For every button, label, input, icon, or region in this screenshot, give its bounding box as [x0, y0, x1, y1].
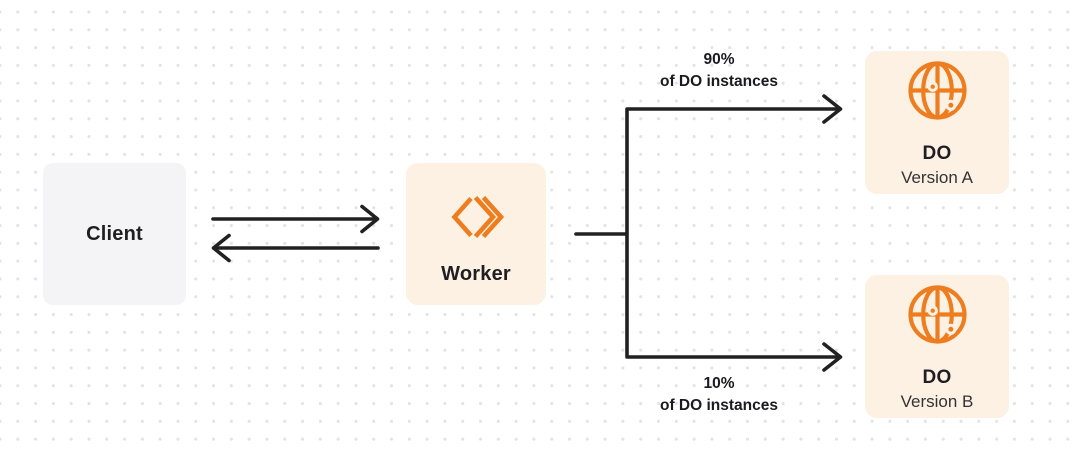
- branch-b-percent: 10%: [703, 375, 735, 392]
- branch-b-arrowhead: [822, 342, 843, 372]
- do-b-subtitle: Version B: [900, 391, 974, 411]
- do-version-b-node: DO Version B: [865, 275, 1009, 418]
- worker-node: Worker: [406, 163, 546, 305]
- branch-b-caption: of DO instances: [660, 396, 778, 414]
- client-to-worker-arrow: [211, 204, 380, 234]
- branch-b-traffic-label: 10% of DO instances: [609, 373, 829, 416]
- branch-a-percent: 90%: [703, 51, 735, 68]
- worker-to-client-arrow: [211, 233, 380, 263]
- durable-object-globe-icon: [907, 284, 968, 350]
- worker-label: Worker: [441, 262, 511, 285]
- branch-a-arrowhead: [822, 94, 843, 124]
- client-label: Client: [86, 222, 143, 245]
- do-b-title: DO: [922, 366, 952, 388]
- branch-a-traffic-label: 90% of DO instances: [609, 49, 829, 92]
- do-a-title: DO: [922, 142, 952, 164]
- split-branch-lines: [625, 107, 840, 359]
- durable-object-globe-icon: [907, 60, 968, 126]
- branch-a-caption: of DO instances: [660, 72, 778, 90]
- do-version-a-node: DO Version A: [865, 51, 1009, 194]
- workers-chevrons-icon: [443, 185, 509, 254]
- do-a-subtitle: Version A: [901, 167, 973, 187]
- client-node: Client: [43, 163, 186, 305]
